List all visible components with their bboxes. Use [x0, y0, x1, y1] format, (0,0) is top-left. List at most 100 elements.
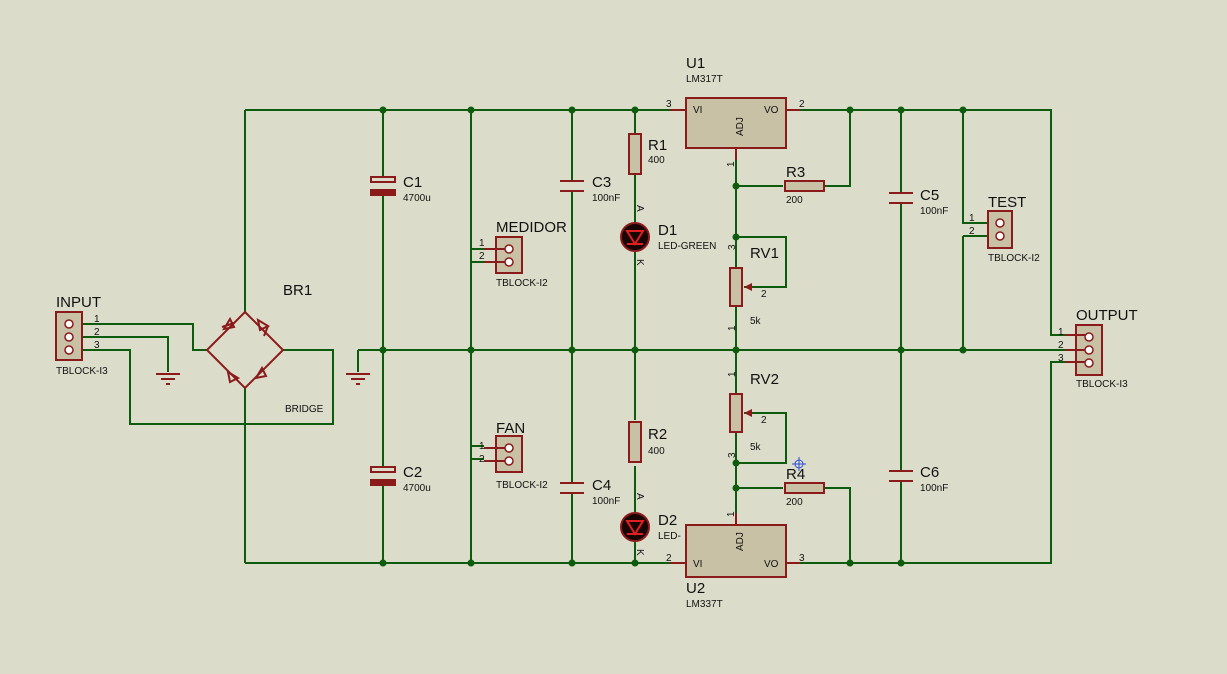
rv2-value-label: 5k: [750, 442, 762, 453]
c5-value-label: 100nF: [920, 206, 948, 217]
fan-terminal-block[interactable]: FAN TBLOCK-I2 1 2: [479, 420, 548, 491]
capacitor-c1[interactable]: C1 4700u: [370, 174, 431, 204]
output-ref-label: OUTPUT: [1076, 307, 1138, 324]
potentiometer-rv1[interactable]: RV1 5k 3 2 1: [727, 244, 779, 331]
output-pin-2: 2: [1058, 340, 1064, 351]
output-pin-3: 3: [1058, 353, 1064, 364]
output-pin-1: 1: [1058, 327, 1064, 338]
rv2-pin-1: 1: [727, 371, 738, 377]
c5-ref-label: C5: [920, 187, 939, 204]
u1-ref-label: U1: [686, 55, 705, 72]
capacitor-c4[interactable]: C4 100nF: [560, 477, 620, 507]
c6-value-label: 100nF: [920, 483, 948, 494]
input-pin-3: 3: [94, 340, 100, 351]
fan-ref-label: FAN: [496, 420, 525, 437]
fan-pin-1: 1: [479, 441, 485, 452]
wires: [82, 109, 1065, 564]
u2-pin-adj: 1: [726, 511, 737, 517]
rv1-pin-3: 3: [727, 244, 738, 250]
c3-value-label: 100nF: [592, 193, 620, 204]
input-value-label: TBLOCK-I3: [56, 366, 108, 377]
r1-value-label: 400: [648, 155, 665, 166]
capacitor-c2[interactable]: C2 4700u: [370, 464, 431, 494]
potentiometer-rv2[interactable]: RV2 5k 1 2 3: [727, 371, 779, 458]
d1-cathode-label: K: [634, 259, 645, 266]
u2-pin-out: 3: [799, 553, 805, 564]
u2-vo-label: VO: [764, 559, 779, 570]
led-d1[interactable]: D1 LED-GREEN A K: [620, 205, 716, 266]
d1-ref-label: D1: [658, 222, 677, 239]
u1-pin-out: 2: [799, 99, 805, 110]
output-terminal-block[interactable]: OUTPUT TBLOCK-I3 1 2 3: [1058, 307, 1138, 390]
rv1-pin-1: 1: [727, 325, 738, 331]
medidor-pin-2: 2: [479, 251, 485, 262]
r3-ref-label: R3: [786, 164, 805, 181]
rv1-ref-label: RV1: [750, 245, 779, 262]
d2-value-label: LED-: [658, 531, 681, 542]
medidor-pin-1: 1: [479, 238, 485, 249]
capacitor-c5[interactable]: C5 100nF: [889, 187, 948, 217]
d2-cathode-label: K: [634, 549, 645, 556]
u1-value-label: LM317T: [686, 74, 723, 85]
rv2-pin-3: 3: [727, 452, 738, 458]
rv2-pin-2: 2: [761, 415, 767, 426]
capacitor-c3[interactable]: C3 100nF: [560, 174, 620, 204]
test-ref-label: TEST: [988, 194, 1026, 211]
regulator-u1[interactable]: U1 LM317T VI VO ADJ 3 2 1: [666, 55, 805, 167]
u2-ref-label: U2: [686, 580, 705, 597]
input-pin-2: 2: [94, 327, 100, 338]
medidor-value-label: TBLOCK-I2: [496, 278, 548, 289]
br1-ref-label: BR1: [283, 282, 312, 299]
d1-value-label: LED-GREEN: [658, 241, 716, 252]
test-pin-1: 1: [969, 213, 975, 224]
u1-vi-label: VI: [693, 105, 702, 116]
rv1-pin-2: 2: [761, 289, 767, 300]
u1-pin-adj: 1: [726, 161, 737, 167]
led-d2[interactable]: D2 LED- A K: [620, 493, 681, 556]
u1-adj-label: ADJ: [735, 117, 746, 136]
crosshair-cursor-icon: [792, 457, 806, 471]
r2-ref-label: R2: [648, 426, 667, 443]
c1-value-label: 4700u: [403, 193, 431, 204]
d1-anode-label: A: [634, 205, 645, 212]
c2-value-label: 4700u: [403, 483, 431, 494]
resistor-r3[interactable]: R3 200: [784, 164, 825, 206]
rv2-ref-label: RV2: [750, 371, 779, 388]
c2-ref-label: C2: [403, 464, 422, 481]
c4-ref-label: C4: [592, 477, 611, 494]
test-pin-2: 2: [969, 226, 975, 237]
fan-value-label: TBLOCK-I2: [496, 480, 548, 491]
c4-value-label: 100nF: [592, 496, 620, 507]
d2-ref-label: D2: [658, 512, 677, 529]
resistor-r4[interactable]: R4 200: [784, 466, 825, 508]
input-ref-label: INPUT: [56, 294, 101, 311]
capacitor-c6[interactable]: C6 100nF: [889, 464, 948, 494]
resistor-r1[interactable]: R1 400: [628, 133, 667, 175]
c3-ref-label: C3: [592, 174, 611, 191]
c1-ref-label: C1: [403, 174, 422, 191]
r4-ref-label: R4: [786, 466, 805, 483]
medidor-ref-label: MEDIDOR: [496, 219, 567, 236]
test-value-label: TBLOCK-I2: [988, 253, 1040, 264]
r2-value-label: 400: [648, 446, 665, 457]
u2-value-label: LM337T: [686, 599, 723, 610]
u2-adj-label: ADJ: [735, 532, 746, 551]
d2-anode-label: A: [634, 493, 645, 500]
input-terminal-block[interactable]: INPUT TBLOCK-I3 1 2 3: [55, 294, 108, 377]
r1-ref-label: R1: [648, 137, 667, 154]
input-pin-1: 1: [94, 314, 100, 325]
regulator-u2[interactable]: U2 LM337T VI VO ADJ 2 3 1: [666, 511, 805, 610]
u2-pin-in: 2: [666, 553, 672, 564]
test-terminal-block[interactable]: TEST TBLOCK-I2 1 2: [969, 194, 1040, 264]
u1-pin-in: 3: [666, 99, 672, 110]
resistor-r2[interactable]: R2 400: [628, 421, 667, 463]
u2-vi-label: VI: [693, 559, 702, 570]
output-value-label: TBLOCK-I3: [1076, 379, 1128, 390]
bridge-rectifier[interactable]: BR1 BRIDGE: [205, 282, 324, 415]
u1-vo-label: VO: [764, 105, 779, 116]
ground-symbol: [346, 373, 370, 385]
br1-value-label: BRIDGE: [285, 404, 324, 415]
medidor-terminal-block[interactable]: MEDIDOR TBLOCK-I2 1 2: [479, 219, 567, 289]
ground-symbol: [156, 373, 180, 385]
